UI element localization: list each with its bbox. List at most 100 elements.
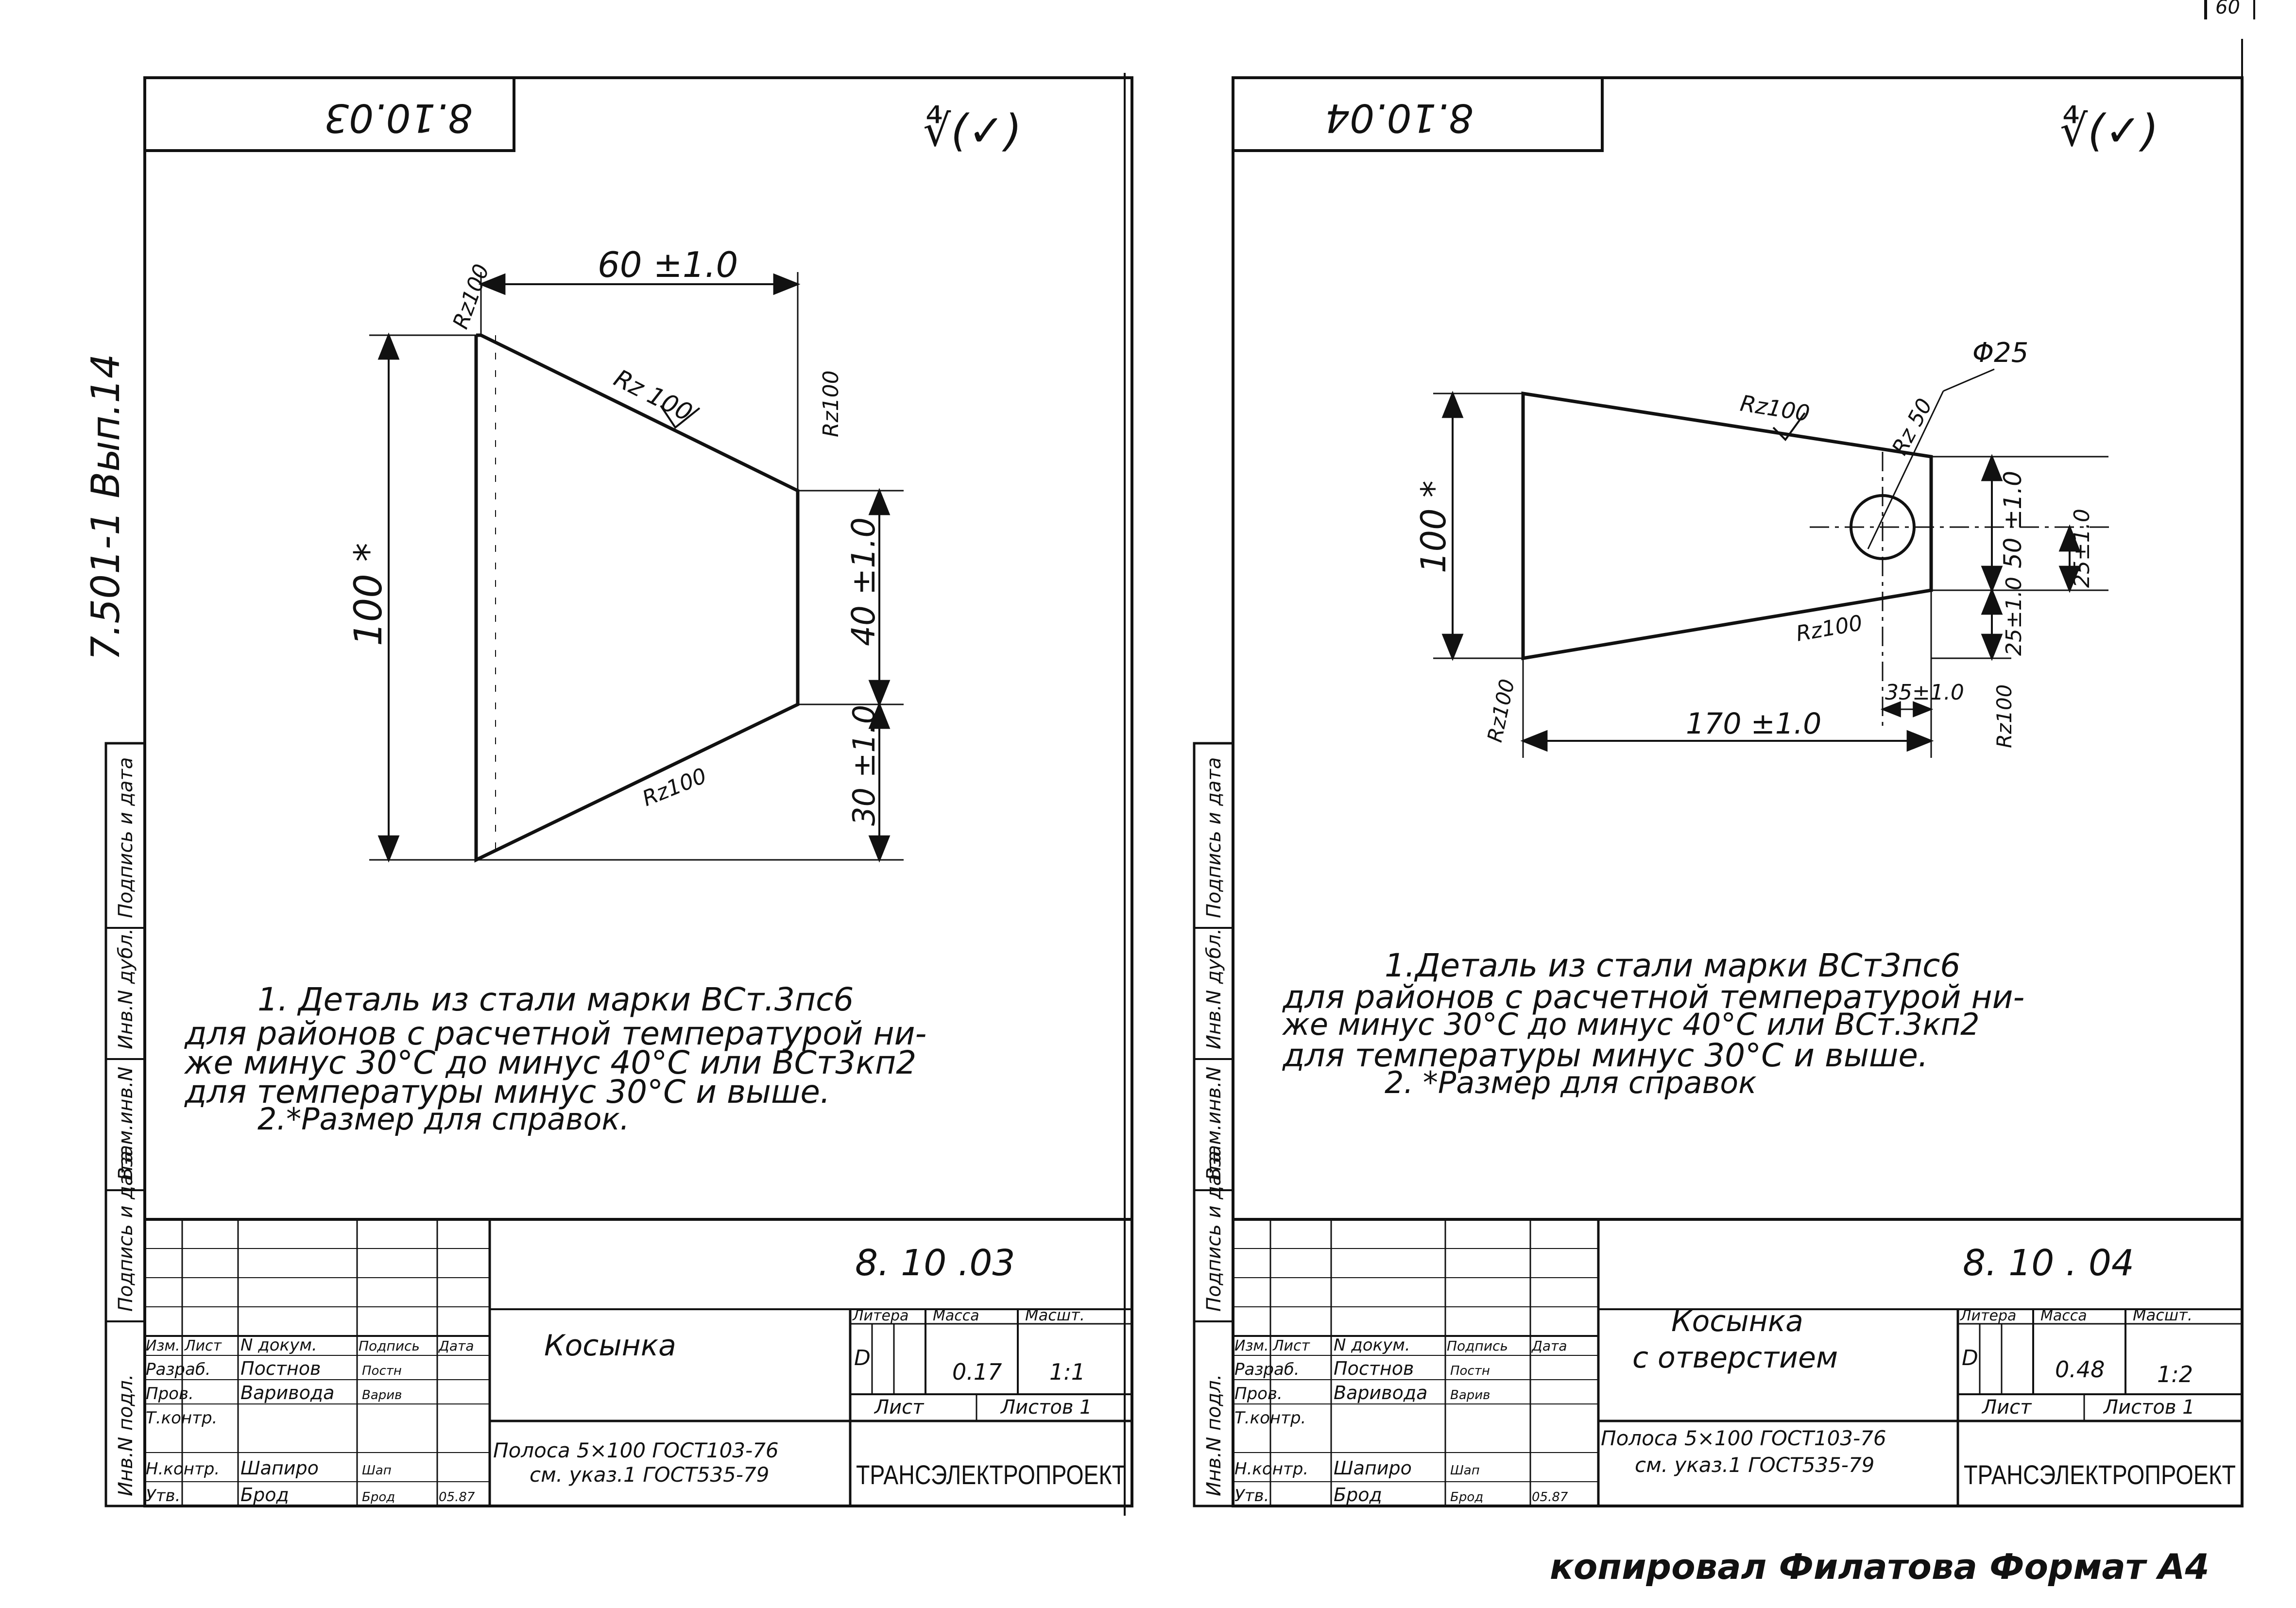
rz-top-edge: Rz 100 xyxy=(610,364,697,427)
row-role: Утв. xyxy=(1234,1486,1269,1505)
corner-number: 60 xyxy=(2215,0,2240,18)
roughness-mark: ∜(✓) xyxy=(923,105,1022,156)
roughness-mark: ∜(✓) xyxy=(2060,105,2159,156)
dim-right-upper: 40 ±1.0 xyxy=(845,517,882,646)
dim-right-lower: 25±1.0 xyxy=(2002,577,2026,656)
sheets-label: Листов 1 xyxy=(1000,1396,1092,1419)
litera-label: Литера xyxy=(1960,1307,2016,1324)
rz-right-edge: Rz100 xyxy=(819,370,843,437)
note-line: же минус 30°С до минус 40°С или ВСт.3кп2 xyxy=(1282,1007,1980,1042)
hole-dia: Φ25 xyxy=(1972,337,2028,369)
rz-top-edge: Rz100 xyxy=(1738,390,1812,427)
side-label-1b: Инв.N подл. xyxy=(1203,1374,1225,1496)
sheet-8-10-03: 8.10.03 ∜(✓) 60 ±1.0 100 * 40 ±1.0 30 ±1… xyxy=(143,73,1133,1516)
note-line: для температуры минус 30°С и выше. xyxy=(1282,1037,1928,1074)
row-role: Пров. xyxy=(1234,1384,1283,1403)
material-1: Полоса 5×100 ГОСТ103-76 xyxy=(493,1438,779,1462)
side-label-4: Инв.N дубл. xyxy=(115,928,137,1049)
row-role: Утв. xyxy=(146,1486,180,1505)
col-list: Лист xyxy=(184,1337,223,1354)
dim-right-lower: 30 ±1.0 xyxy=(846,705,882,826)
top-code: 8.10.03 xyxy=(324,95,472,140)
row-sign: Постн xyxy=(362,1364,402,1378)
row-name: Брод xyxy=(1334,1484,1382,1505)
row-name: Брод xyxy=(240,1484,289,1505)
series-text: 7.501-1 Вып.14 xyxy=(83,354,128,661)
note-line: 2. *Размер для справок xyxy=(1385,1065,1757,1100)
side-label-5b: Подпись и дата xyxy=(1203,757,1225,918)
row-name: Шапиро xyxy=(240,1457,319,1479)
dim-bottom: 170 ±1.0 xyxy=(1686,707,1821,741)
row-role: Н.контр. xyxy=(1234,1459,1308,1479)
copy-note: копировал Филатова Формат А4 xyxy=(1550,1546,2210,1587)
col-ndoc: N докум. xyxy=(240,1335,317,1355)
side-label-3b: Взам.инв.N xyxy=(1203,1067,1225,1180)
part-outline xyxy=(474,333,800,863)
company: ТРАНСЭЛЕКТРОПРОЕКТ xyxy=(1964,1459,2236,1490)
note-line: 1.Деталь из стали марки ВСт3пс6 xyxy=(1385,947,1960,984)
side-label-1: Инв.N подл. xyxy=(115,1374,137,1496)
sheet-label: Лист xyxy=(1981,1396,2032,1419)
company: ТРАНСЭЛЕКТРОПРОЕКТ xyxy=(856,1459,1126,1490)
dimensions xyxy=(1433,391,2108,758)
part-name: Косынка xyxy=(1671,1304,1803,1338)
note-line: же минус 30°С до минус 40°С или ВСт3кп2 xyxy=(184,1044,916,1081)
scale-label: Масшт. xyxy=(1025,1306,1085,1324)
row-role: Т.контр. xyxy=(1234,1408,1306,1428)
litera-label: Литера xyxy=(852,1307,908,1324)
scale-value: 1:1 xyxy=(1049,1359,1085,1385)
side-label-4b: Инв.N дубл. xyxy=(1203,928,1225,1049)
rz-right: Rz100 xyxy=(1992,684,2016,748)
row-sign: Варив xyxy=(362,1388,402,1403)
dim-height: 100 * xyxy=(347,543,391,646)
row-role: Разраб. xyxy=(1234,1360,1300,1379)
rz-left: Rz100 xyxy=(1483,677,1519,744)
row-date: 05.87 xyxy=(439,1490,475,1505)
row-sign: Брод xyxy=(1450,1490,1483,1505)
row-name: Шапиро xyxy=(1334,1457,1412,1479)
rz-corner: Rz100 xyxy=(448,261,494,332)
row-sign: Шап xyxy=(362,1463,392,1478)
doc-code: 8. 10 .03 xyxy=(855,1242,1015,1284)
col-date: Дата xyxy=(1531,1338,1567,1354)
doc-code: 8. 10 . 04 xyxy=(1963,1242,2134,1284)
note-line: 1. Деталь из стали марки ВСт.3пс6 xyxy=(257,981,854,1018)
material-1: Полоса 5×100 ГОСТ103-76 xyxy=(1601,1426,1886,1450)
side-label-5: Подпись и дата xyxy=(115,757,137,918)
row-name: Постнов xyxy=(1334,1358,1414,1379)
row-name: Постнов xyxy=(240,1358,321,1379)
col-date: Дата xyxy=(438,1338,474,1354)
sheet-label: Лист xyxy=(874,1396,925,1419)
mass-label: Масса xyxy=(933,1307,979,1324)
side-label-2b: Подпись и дата xyxy=(1203,1151,1225,1312)
mass-label: Масса xyxy=(2040,1307,2087,1324)
dim-inner: 35±1.0 xyxy=(1885,680,1964,705)
note-line: для районов с расчетной температурой ни- xyxy=(1282,978,2024,1016)
title-block: Изм. Лист N докум. Подпись Дата Разраб. … xyxy=(1233,1218,2242,1506)
row-role: Т.контр. xyxy=(146,1408,217,1428)
rz-lower-edge: Rz100 xyxy=(1794,611,1864,647)
row-role: Пров. xyxy=(146,1384,194,1403)
row-sign: Варив xyxy=(1450,1388,1491,1403)
part-name-2: с отверстием xyxy=(1632,1341,1838,1375)
row-sign: Постн xyxy=(1450,1364,1490,1378)
scale-label: Масшт. xyxy=(2133,1306,2193,1324)
col-list: Лист xyxy=(1272,1337,1311,1354)
material-2: см. указ.1 ГОСТ535-79 xyxy=(530,1463,769,1487)
col-sign: Подпись xyxy=(1447,1338,1508,1354)
litera-value: D xyxy=(1962,1346,1978,1370)
dimensions xyxy=(369,272,904,863)
top-code: 8.10.04 xyxy=(1325,95,1473,140)
row-name: Варивода xyxy=(240,1382,334,1403)
litera-value: D xyxy=(854,1346,871,1370)
note-line: 2.*Размер для справок. xyxy=(257,1101,630,1137)
row-sign: Шап xyxy=(1450,1463,1480,1478)
title-block: Изм. Лист N докум. Подпись Дата Разраб. … xyxy=(145,1218,1132,1506)
row-name: Варивода xyxy=(1334,1382,1427,1403)
material-2: см. указ.1 ГОСТ535-79 xyxy=(1635,1453,1874,1477)
row-role: Н.контр. xyxy=(146,1459,220,1479)
mass-value: 0.17 xyxy=(952,1359,1002,1385)
side-label-2: Подпись и дата xyxy=(115,1151,137,1312)
row-role: Разраб. xyxy=(146,1360,211,1379)
